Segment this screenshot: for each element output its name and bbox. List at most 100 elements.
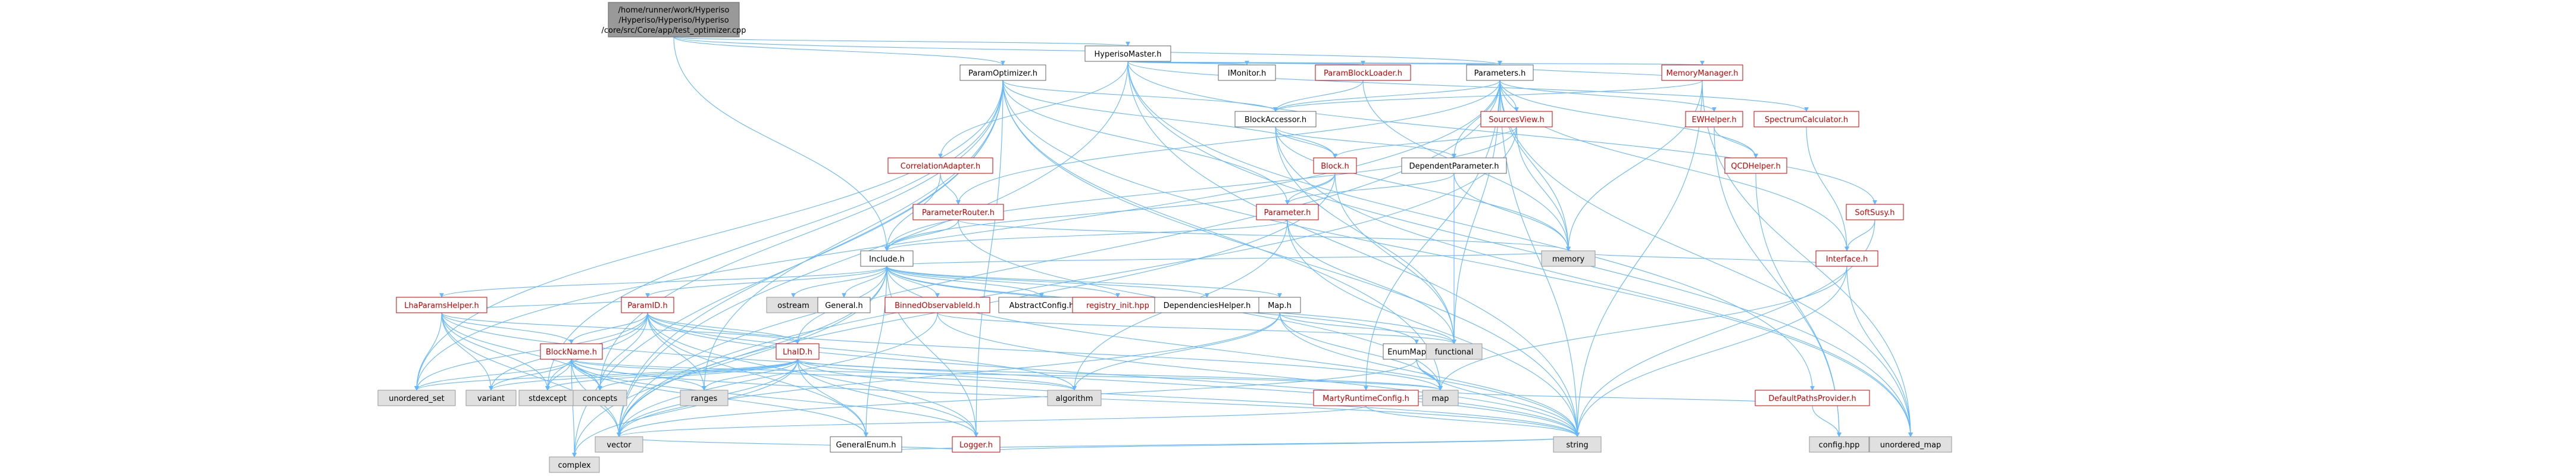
edge-lhaid-to-logger [797, 359, 978, 437]
node-string[interactable]: string [1553, 436, 1602, 453]
edge-include-to-paramid [645, 266, 887, 298]
node-ostream[interactable]: ostream [766, 297, 821, 313]
node-correlationadapter[interactable]: CorrelationAdapter.h [887, 157, 993, 174]
node-label: Parameter.h [1264, 209, 1311, 217]
edge-lhaparamshelper-to-variant [441, 312, 493, 391]
edge-blockname-to-stdexcept [545, 359, 572, 391]
node-interface[interactable]: Interface.h [1815, 250, 1878, 267]
node-label: complex [558, 461, 590, 470]
node-unordered_map[interactable]: unordered_map [1869, 436, 1952, 453]
node-confighpp[interactable]: config.hpp [1809, 436, 1870, 453]
node-algorithm[interactable]: algorithm [1047, 390, 1102, 406]
node-memorymanager[interactable]: MemoryManager.h [1661, 64, 1743, 81]
edge-logger-to-string [976, 436, 1580, 453]
edge-binnedobservableid-to-functional [937, 312, 1456, 344]
edge-paramid-to-ranges [647, 312, 706, 391]
node-abstractconfig[interactable]: AbstractConfig.h [998, 297, 1085, 313]
node-blockname[interactable]: BlockName.h [540, 343, 603, 360]
node-parameters[interactable]: Parameters.h [1466, 64, 1534, 81]
edge-parameterrouter-to-include [884, 219, 959, 251]
node-imonitor[interactable]: IMonitor.h [1218, 64, 1276, 81]
node-parameter[interactable]: Parameter.h [1256, 204, 1319, 220]
dependency-edges [414, 36, 1913, 458]
node-variant[interactable]: variant [465, 390, 517, 406]
node-label: unordered_map [1880, 441, 1942, 450]
node-qcdhelper[interactable]: QCDHelper.h [1724, 157, 1787, 174]
node-hyperisomaster[interactable]: HyperisoMaster.h [1084, 45, 1171, 62]
node-label: EWHelper.h [1692, 116, 1736, 125]
node-parameterrouter[interactable]: ParameterRouter.h [912, 204, 1004, 220]
edge-map-to-functional [1279, 312, 1456, 344]
node-map[interactable]: map [1422, 390, 1459, 406]
node-map[interactable]: Map.h [1258, 297, 1301, 313]
node-label: BinnedObservableId.h [895, 301, 980, 310]
edge-lhaid-to-algorithm [797, 359, 1077, 391]
node-label: Block.h [1321, 162, 1349, 171]
edge-paramid-to-algorithm [647, 312, 1077, 391]
node-label: LhaID.h [783, 348, 812, 357]
node-vector[interactable]: vector [595, 436, 643, 453]
node-unordered_set[interactable]: unordered_set [377, 390, 456, 406]
edge-ewhelper-to-qcdhelper [1714, 126, 1758, 158]
node-label: BlockAccessor.h [1245, 116, 1306, 125]
edge-paramblockloader-to-blockaccessor [1273, 80, 1364, 112]
edge-map-to-vector [617, 312, 1280, 437]
node-functional[interactable]: functional [1425, 343, 1483, 360]
edge-blockaccessor-to-block [1275, 126, 1337, 158]
node-complex[interactable]: complex [549, 456, 600, 473]
node-dependencieshelper[interactable]: DependenciesHelper.h [1154, 297, 1260, 313]
node-root-file[interactable]: /home/runner/work/Hyperiso /Hyperiso/Hyp… [601, 2, 746, 38]
edge-paramoptimizer-to-concepts [598, 80, 1003, 391]
edge-memorymanager-to-memory [1566, 80, 1703, 251]
edge-paramoptimizer-to-block [1002, 80, 1337, 158]
edge-lhaparamshelper-to-lhaid [441, 312, 800, 344]
node-label: CorrelationAdapter.h [901, 162, 980, 171]
edge-enummapper-to-vector [617, 359, 1417, 437]
node-memory[interactable]: memory [1541, 250, 1596, 267]
edge-root-to-include [673, 36, 889, 251]
edge-blockaccessor-to-dependentparameter [1275, 126, 1456, 158]
node-ewhelper[interactable]: EWHelper.h [1685, 111, 1743, 127]
node-sourcesview[interactable]: SourcesView.h [1480, 111, 1553, 127]
edge-paramoptimizer-to-stdexcept [545, 80, 1003, 391]
node-blockaccessor[interactable]: BlockAccessor.h [1234, 111, 1317, 127]
node-defaultpathsprovider[interactable]: DefaultPathsProvider.h [1755, 390, 1870, 406]
node-label: Logger.h [959, 441, 993, 450]
node-label: General.h [825, 301, 863, 310]
edge-paramoptimizer-to-ranges [702, 80, 1003, 391]
node-registry_init[interactable]: registry_init.hpp [1072, 297, 1164, 313]
node-spectrumcalculator[interactable]: SpectrumCalculator.h [1753, 111, 1859, 127]
edge-blockname-to-variant [489, 359, 572, 391]
node-logger[interactable]: Logger.h [952, 436, 1001, 453]
node-label: string [1566, 441, 1588, 450]
edge-interface-to-memory [1566, 250, 1847, 267]
node-paramblockloader[interactable]: ParamBlockLoader.h [1315, 64, 1411, 81]
node-generalenum[interactable]: GeneralEnum.h [830, 436, 902, 453]
edge-include-to-registry_init [886, 266, 1120, 298]
edge-include-to-map [886, 266, 1282, 298]
node-ranges[interactable]: ranges [680, 390, 729, 406]
edge-lhaid-to-concepts [598, 359, 798, 391]
node-label: HyperisoMaster.h [1095, 50, 1162, 59]
node-softsusy[interactable]: SoftSusy.h [1846, 204, 1904, 220]
node-dependentparameter[interactable]: DependentParameter.h [1401, 157, 1507, 174]
node-stdexcept[interactable]: stdexcept [518, 390, 577, 406]
edge-blockname-to-complex [571, 359, 577, 458]
edge-lhaid-to-variant [489, 359, 798, 391]
node-concepts[interactable]: concepts [573, 390, 627, 406]
node-martyruntimeconfig[interactable]: MartyRuntimeConfig.h [1313, 390, 1419, 406]
node-lhaid[interactable]: LhaID.h [776, 343, 820, 360]
node-label: SourcesView.h [1489, 116, 1544, 125]
edge-lhaid-to-map [797, 359, 1443, 391]
node-lhaparamshelper[interactable]: LhaParamsHelper.h [396, 297, 487, 313]
edge-dependentparameter-to-memory [1453, 173, 1571, 251]
edge-blockname-to-concepts [571, 359, 602, 391]
node-block[interactable]: Block.h [1313, 157, 1357, 174]
node-paramid[interactable]: ParamID.h [621, 297, 674, 313]
node-general[interactable]: General.h [817, 297, 871, 313]
node-binnedobservableid[interactable]: BinnedObservableId.h [884, 297, 990, 313]
node-label: Interface.h [1826, 255, 1868, 264]
edge-lhaparamshelper-to-blockname [441, 312, 574, 344]
node-paramoptimizer[interactable]: ParamOptimizer.h [959, 64, 1046, 81]
node-include[interactable]: Include.h [860, 250, 914, 267]
